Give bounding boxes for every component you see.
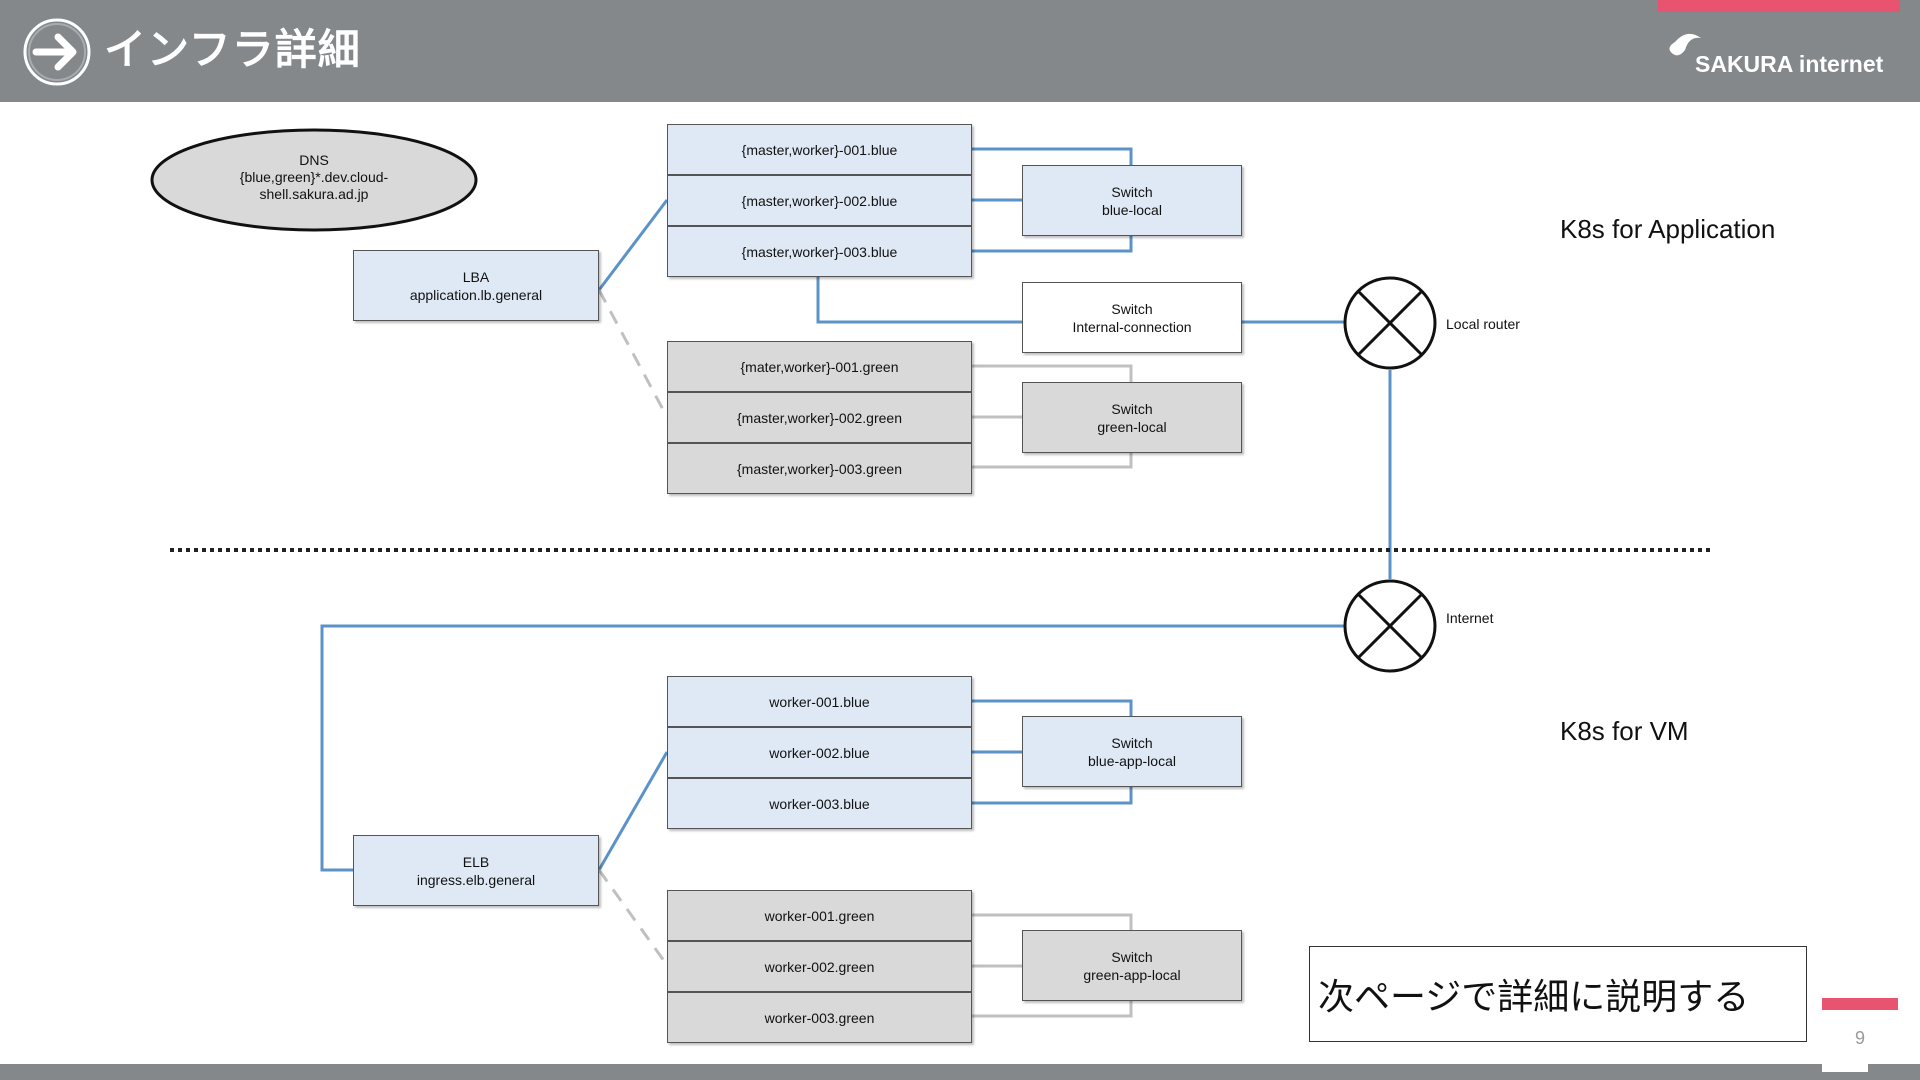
vm-green-node: worker-001.green (667, 890, 972, 941)
app-blue-node: {master,worker}-001.blue (667, 124, 972, 175)
vm-blue-link-1 (972, 699, 1133, 716)
brand-name: SAKURA internet (1695, 51, 1884, 77)
app-green-node: {master,worker}-003.green (667, 443, 972, 494)
next-page-note: 次ページで詳細に説明する (1309, 946, 1807, 1042)
arrow-right-circle-icon (23, 18, 91, 86)
local-router-icon (1343, 276, 1437, 370)
vm-blue-node: worker-003.blue (667, 778, 972, 829)
green-link-1 (972, 364, 1133, 382)
blue-link-1 (972, 147, 1133, 165)
dns-node (150, 128, 478, 232)
internet-elb-link (320, 624, 1344, 872)
footer-bar (0, 1064, 1920, 1080)
lba-title: LBA (462, 268, 490, 285)
vm-section-label: K8s for VM (1560, 716, 1689, 746)
app-section-label: K8s for Application (1560, 214, 1776, 244)
internal-link (816, 277, 1022, 324)
elb-title: ELB (462, 853, 490, 870)
elb-green-link (597, 869, 669, 966)
elb-hostname: ingress.elb.general (416, 871, 536, 888)
app-blue-node: {master,worker}-003.blue (667, 226, 972, 277)
internet-label: Internet (1446, 610, 1494, 626)
elb-blue-link (597, 751, 669, 871)
blue-link-3 (972, 236, 1133, 253)
header-accent-stripe (1658, 0, 1900, 12)
page-accent-stripe (1822, 998, 1898, 1010)
vm-blue-link-3 (972, 787, 1133, 805)
vm-green-link-3 (972, 1001, 1133, 1018)
lba-node: LBA application.lb.general (353, 250, 599, 321)
app-green-node: {master,worker}-002.green (667, 392, 972, 443)
header-bar (0, 0, 1920, 102)
vm-green-node: worker-003.green (667, 992, 972, 1043)
router-label: Local router (1446, 316, 1520, 332)
vm-blue-node: worker-001.blue (667, 676, 972, 727)
vm-green-node: worker-002.green (667, 941, 972, 992)
app-blue-node: {master,worker}-002.blue (667, 175, 972, 226)
dns-label: DNS {blue,green}*.dev.cloud- shell.sakur… (152, 152, 476, 203)
dns-title: DNS (299, 152, 329, 168)
elb-node: ELB ingress.elb.general (353, 835, 599, 906)
internet-icon (1343, 579, 1437, 673)
vm-green-link-1 (972, 913, 1133, 930)
green-link-3 (972, 453, 1133, 469)
lba-green-link (597, 289, 669, 418)
dns-domain-part1: {blue,green}*.dev.cloud- (239, 169, 389, 185)
page-title: インフラ詳細 (104, 26, 361, 73)
sakura-logo-icon (1669, 33, 1701, 56)
app-green-node: {mater,worker}-001.green (667, 341, 972, 392)
page-number: 9 (1854, 1028, 1865, 1048)
lba-blue-link (597, 199, 669, 291)
lba-hostname: application.lb.general (409, 286, 543, 303)
vm-blue-node: worker-002.blue (667, 727, 972, 778)
page-number-box (1822, 1002, 1868, 1072)
dns-domain-part2: shell.sakura.ad.jp (259, 186, 369, 202)
